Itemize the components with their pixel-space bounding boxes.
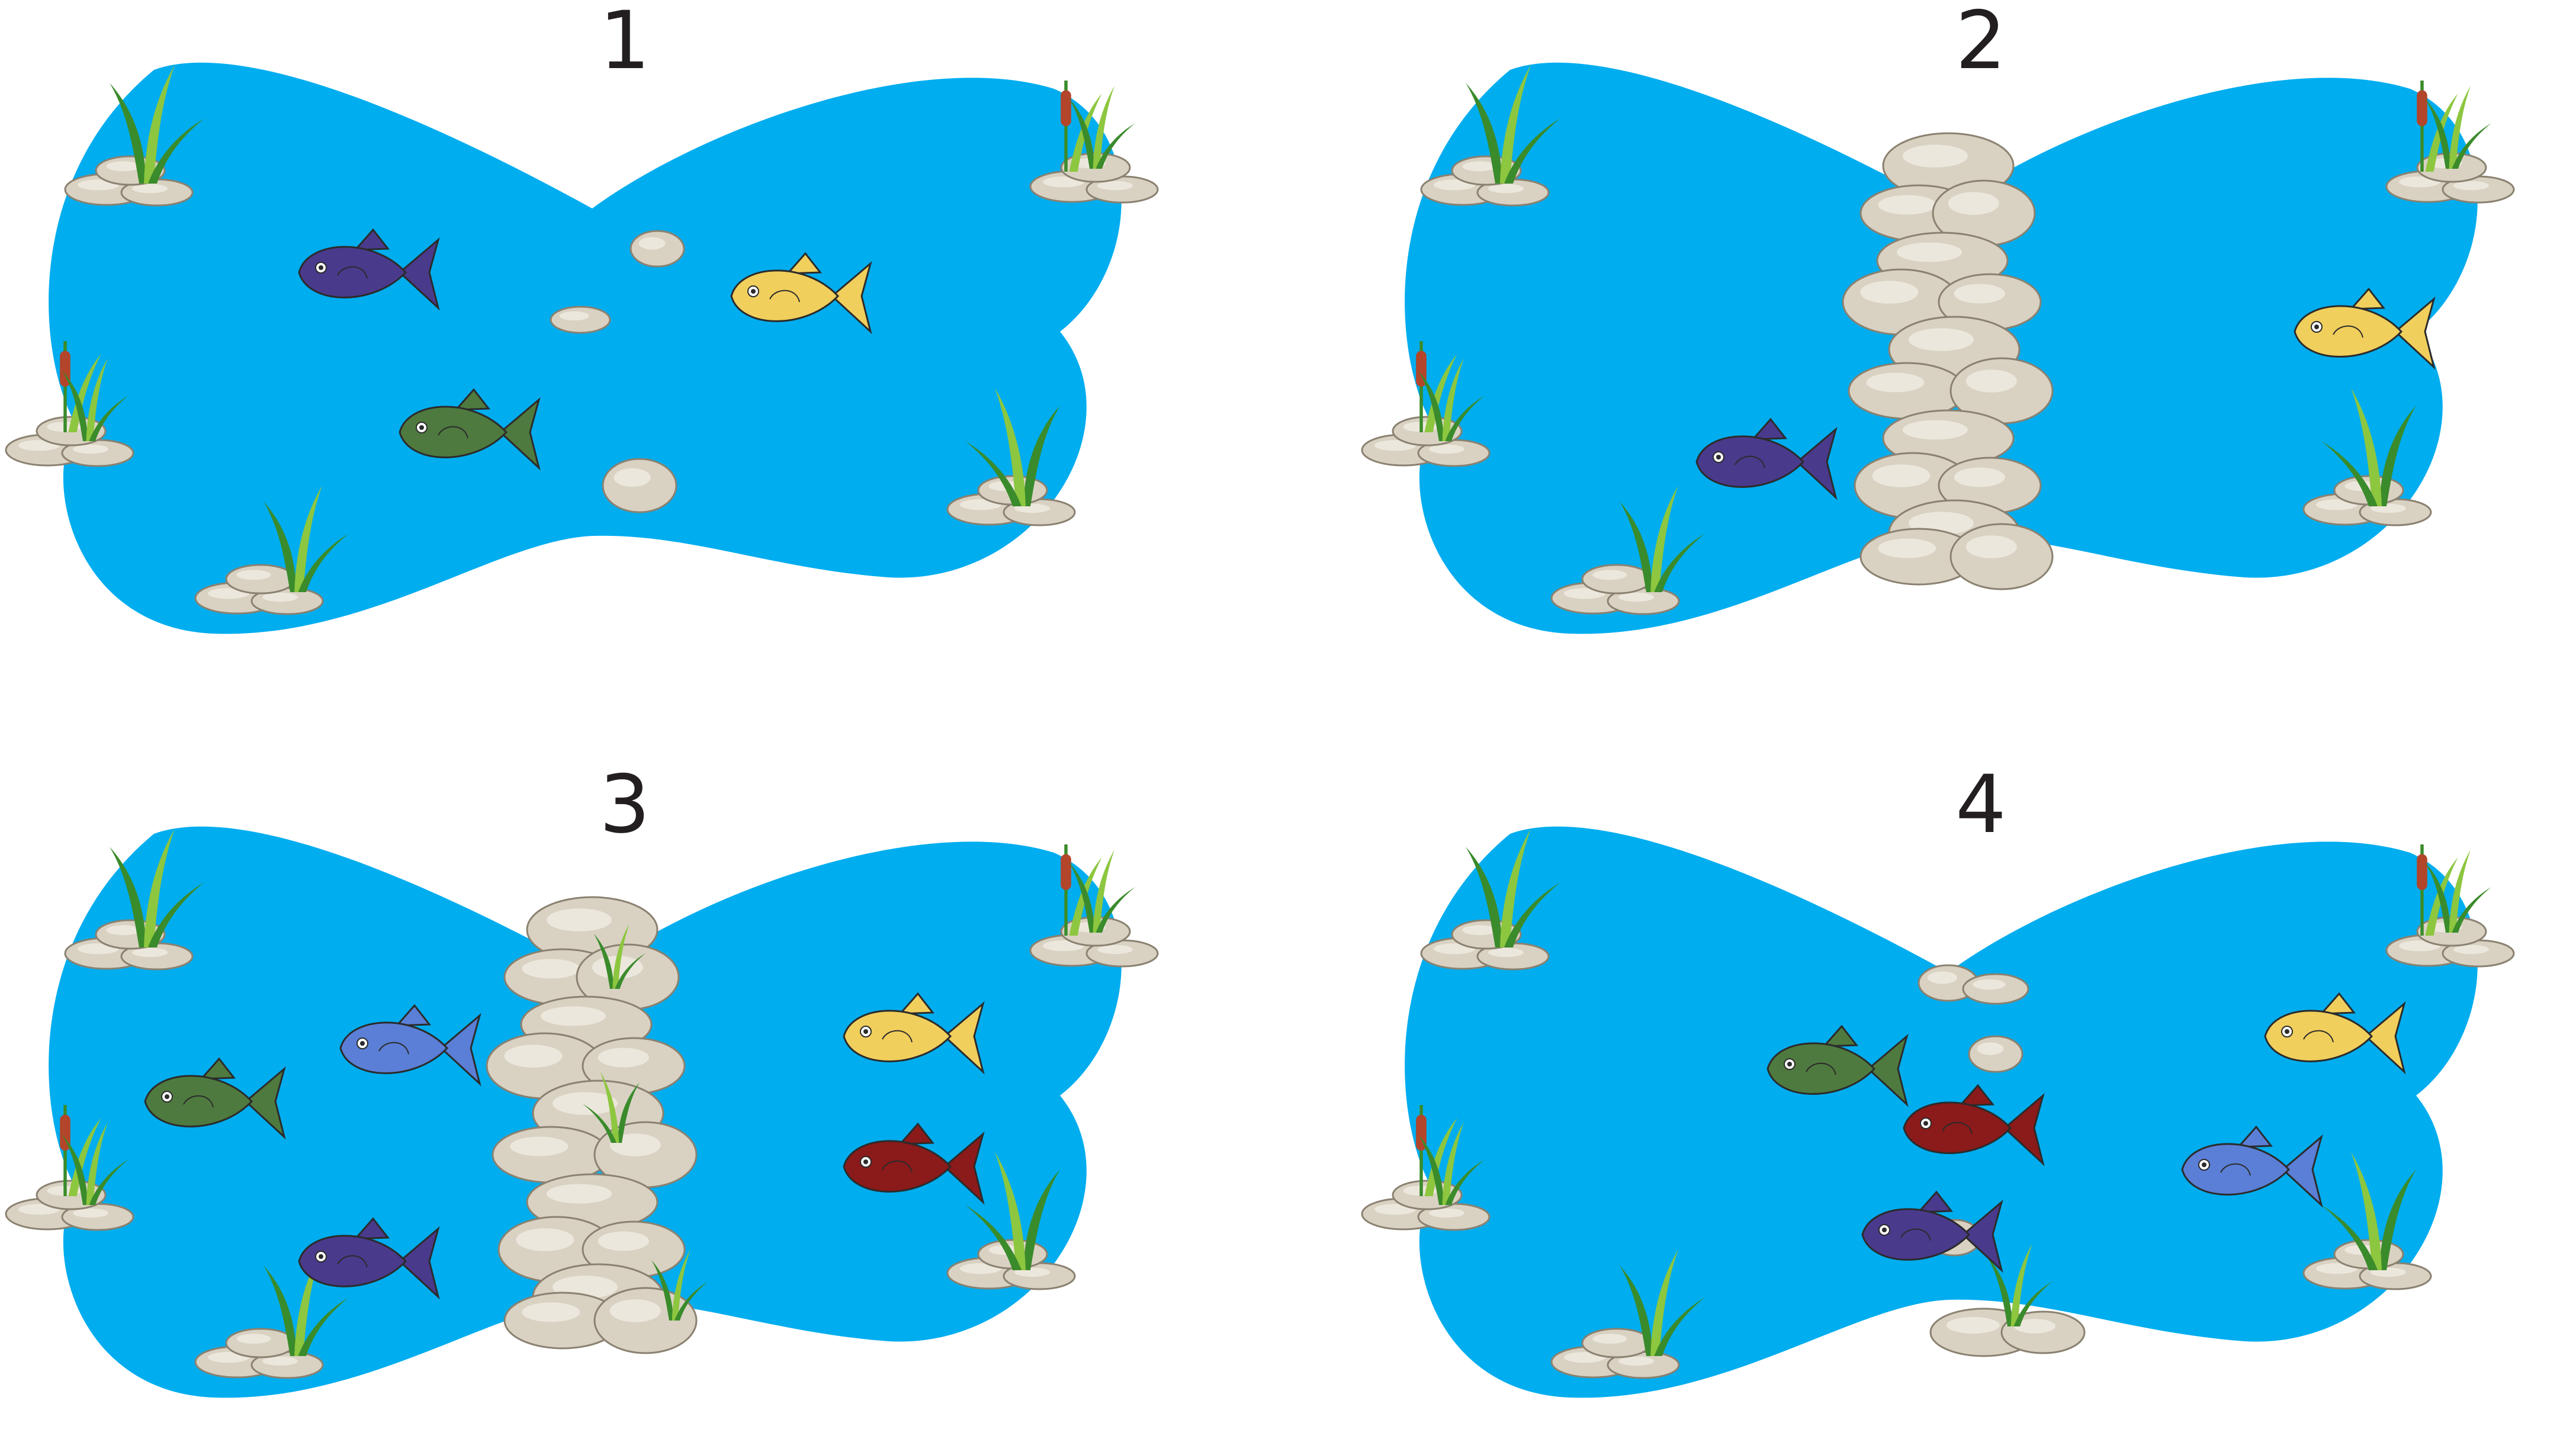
grass-tuft bbox=[1620, 1249, 1705, 1356]
rock bbox=[1949, 523, 2054, 590]
rock bbox=[2442, 939, 2515, 968]
rock bbox=[1949, 357, 2054, 425]
grass-tuft bbox=[62, 358, 129, 441]
rock-pile bbox=[1550, 564, 1680, 615]
rock-pile bbox=[194, 564, 324, 615]
pond-panel-1: 1 bbox=[5, 0, 1159, 634]
grass-tuft bbox=[965, 1152, 1060, 1270]
rock bbox=[1882, 409, 2015, 467]
grass-tuft bbox=[110, 829, 204, 947]
rock bbox=[225, 564, 296, 595]
grass-tuft bbox=[593, 924, 646, 989]
blue-fish bbox=[339, 1004, 481, 1087]
rock bbox=[2442, 175, 2515, 204]
purple-fish bbox=[1861, 1190, 2003, 1273]
purple-fish bbox=[298, 228, 440, 311]
rock bbox=[593, 1287, 698, 1354]
grass-tuft bbox=[2425, 850, 2491, 933]
grass-tuft bbox=[62, 1122, 129, 1205]
rock-pile bbox=[2385, 152, 2515, 204]
panel-number-label: 3 bbox=[599, 758, 650, 851]
grass-tuft bbox=[1987, 1244, 2053, 1326]
pond-water bbox=[49, 62, 1122, 634]
blue-fish bbox=[2181, 1125, 2323, 1208]
red-fish bbox=[843, 1122, 985, 1205]
rock-wall-with-plants bbox=[486, 896, 708, 1354]
grass-tuft bbox=[583, 1072, 640, 1143]
rock bbox=[1859, 528, 1978, 586]
grass-tuft bbox=[651, 1249, 708, 1321]
grass-tuft bbox=[264, 486, 349, 592]
rock bbox=[602, 458, 677, 513]
rock bbox=[120, 178, 194, 207]
rock bbox=[61, 1203, 134, 1231]
grass-tuft bbox=[2321, 1152, 2416, 1270]
green-fish bbox=[399, 388, 541, 471]
rock bbox=[2000, 1310, 2086, 1354]
rock-pile bbox=[194, 1328, 324, 1379]
rock bbox=[1476, 942, 1550, 971]
purple-fish bbox=[298, 1217, 440, 1300]
rock bbox=[1085, 939, 1159, 968]
grass-tuft bbox=[1418, 1122, 1485, 1205]
rock bbox=[1968, 1035, 2023, 1073]
grass-tuft bbox=[2425, 86, 2491, 169]
rock bbox=[629, 230, 685, 268]
rock bbox=[1476, 178, 1550, 207]
red-fish bbox=[1903, 1084, 2045, 1167]
grass-tuft bbox=[1069, 86, 1135, 169]
rock bbox=[1581, 564, 1652, 595]
rock bbox=[582, 1037, 686, 1095]
grass-tuft bbox=[1466, 65, 1560, 184]
rock bbox=[1085, 175, 1159, 204]
rock bbox=[250, 587, 324, 615]
rock bbox=[1417, 1203, 1491, 1231]
yellow-fish bbox=[730, 252, 872, 335]
rock-pile bbox=[946, 475, 1076, 526]
green-fish bbox=[144, 1057, 286, 1140]
grass-tuft bbox=[2321, 388, 2416, 506]
pond-panel-2: 2 bbox=[1361, 0, 2515, 634]
rock-wall bbox=[1842, 132, 2054, 590]
grass-tuft bbox=[1620, 486, 1705, 592]
rock bbox=[1417, 439, 1491, 467]
rock-pile bbox=[64, 919, 194, 971]
grass-tuft bbox=[965, 388, 1060, 506]
yellow-fish bbox=[843, 992, 985, 1075]
grass-tuft bbox=[110, 65, 204, 184]
yellow-fish bbox=[2294, 287, 2436, 370]
rock bbox=[225, 1328, 296, 1358]
rock bbox=[1581, 1328, 1652, 1358]
grass-tuft bbox=[1069, 850, 1135, 933]
yellow-fish bbox=[2264, 992, 2406, 1075]
panel-number-label: 2 bbox=[1955, 0, 2006, 87]
grass-tuft bbox=[1466, 829, 1560, 947]
grass-tuft bbox=[1418, 358, 1485, 441]
grass-tuft bbox=[264, 1249, 349, 1356]
rock-pile bbox=[1550, 1328, 1680, 1379]
rock bbox=[503, 1292, 622, 1350]
panel-number-label: 1 bbox=[599, 0, 650, 87]
pond-panel-3: 3 bbox=[5, 758, 1159, 1398]
pond-panel-4: 4 bbox=[1361, 758, 2515, 1398]
rock bbox=[1962, 973, 2029, 1005]
rock bbox=[550, 306, 611, 334]
rock bbox=[492, 1126, 610, 1184]
purple-fish bbox=[1695, 417, 1838, 500]
rock bbox=[1932, 179, 2036, 247]
green-fish bbox=[1766, 1024, 1909, 1107]
panel-number-label: 4 bbox=[1955, 758, 2006, 851]
